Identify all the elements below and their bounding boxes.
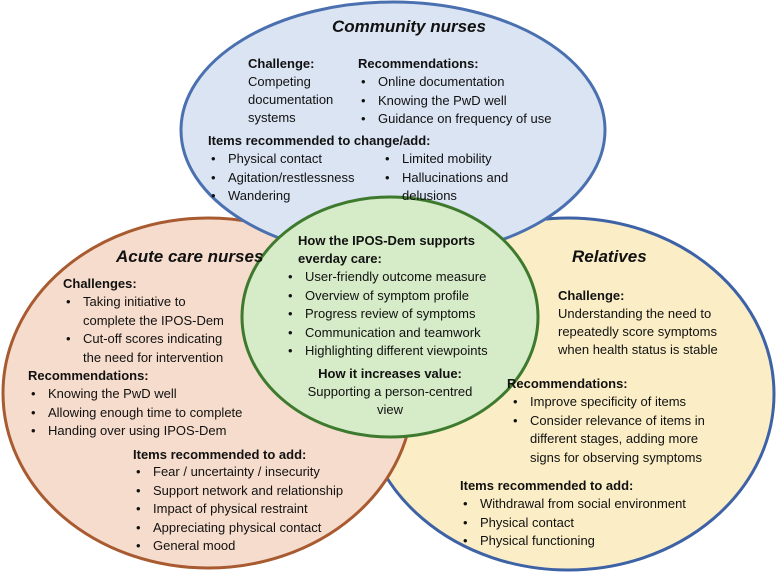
relatives-challenge-heading: Challenge: xyxy=(558,288,625,303)
community-nurses-title: Community nurses xyxy=(332,17,486,36)
list-item: Improve specificity of items xyxy=(510,393,705,412)
acute-items-list: Fear / uncertainty / insecurity Support … xyxy=(133,463,343,556)
acute-recommendations-heading: Recommendations: xyxy=(28,368,149,383)
list-item: Physical functioning xyxy=(460,532,686,551)
community-recommendations-heading: Recommendations: xyxy=(358,56,479,71)
list-item: Communication and teamwork xyxy=(285,324,488,343)
community-items-right-list: Limited mobility Hallucinations and xyxy=(382,150,508,187)
list-item: Highlighting different viewpoints xyxy=(285,342,488,361)
relatives-title: Relatives xyxy=(572,247,647,266)
acute-care-nurses-title: Acute care nurses xyxy=(116,247,264,266)
community-items-right-continuation: delusions xyxy=(402,188,457,203)
list-item: Physical contact xyxy=(460,514,686,533)
community-items-left-list: Physical contact Agitation/restlessness … xyxy=(208,150,354,206)
list-item: Overview of symptom profile xyxy=(285,287,488,306)
community-challenge-line-3: systems xyxy=(248,110,296,125)
list-item: General mood xyxy=(133,537,343,556)
center-heading-line-1: How the IPOS-Dem supports xyxy=(298,233,475,248)
center-supports-list: User-friendly outcome measure Overview o… xyxy=(285,268,488,361)
list-item: Knowing the PwD well xyxy=(358,92,551,111)
list-item: Withdrawal from social environment xyxy=(460,495,686,514)
list-item: Knowing the PwD well xyxy=(28,385,242,404)
acute-items-heading: Items recommended to add: xyxy=(133,447,307,462)
community-challenge-line-1: Competing xyxy=(248,74,311,89)
list-item: Consider relevance of items indifferent … xyxy=(510,412,705,468)
center-value-heading: How it increases value: xyxy=(318,366,462,381)
list-item: Online documentation xyxy=(358,73,551,92)
center-value-line-1: Supporting a person-centred xyxy=(307,384,473,399)
community-challenge-line-2: documentation xyxy=(248,92,334,107)
community-challenge-heading: Challenge: xyxy=(248,56,315,71)
relatives-recommendations-heading: Recommendations: xyxy=(507,376,628,391)
list-item: Progress review of symptoms xyxy=(285,305,488,324)
list-item: Impact of physical restraint xyxy=(133,500,343,519)
list-item: Support network and relationship xyxy=(133,482,343,501)
list-item: Allowing enough time to complete xyxy=(28,404,242,423)
list-item: Wandering xyxy=(208,187,354,206)
community-recommendations-list: Online documentation Knowing the PwD wel… xyxy=(358,73,551,129)
list-item: User-friendly outcome measure xyxy=(285,268,488,287)
relatives-items-heading: Items recommended to add: xyxy=(460,478,634,493)
center-value-line-2: view xyxy=(376,402,403,417)
relatives-items-list: Withdrawal from social environment Physi… xyxy=(460,495,686,551)
list-item: Fear / uncertainty / insecurity xyxy=(133,463,343,482)
relatives-challenge-line-2: repeatedly score symptoms xyxy=(558,324,717,339)
community-items-heading: Items recommended to change/add: xyxy=(208,133,431,148)
list-item: Agitation/restlessness xyxy=(208,169,354,188)
list-item: Hallucinations and xyxy=(382,169,508,188)
list-item: Guidance on frequency of use xyxy=(358,110,551,129)
center-heading-line-2: everday care: xyxy=(298,251,382,266)
acute-recommendations-list: Knowing the PwD well Allowing enough tim… xyxy=(28,385,242,441)
relatives-challenge-line-3: when health status is stable xyxy=(558,342,718,357)
acute-challenges-heading: Challenges: xyxy=(63,276,137,291)
list-item: Handing over using IPOS-Dem xyxy=(28,422,242,441)
list-item: Limited mobility xyxy=(382,150,508,169)
list-item: Appreciating physical contact xyxy=(133,519,343,538)
relatives-recommendations-list: Improve specificity of items Consider re… xyxy=(510,393,705,467)
relatives-challenge-line-1: Understanding the need to xyxy=(558,306,712,321)
list-item: Physical contact xyxy=(208,150,354,169)
